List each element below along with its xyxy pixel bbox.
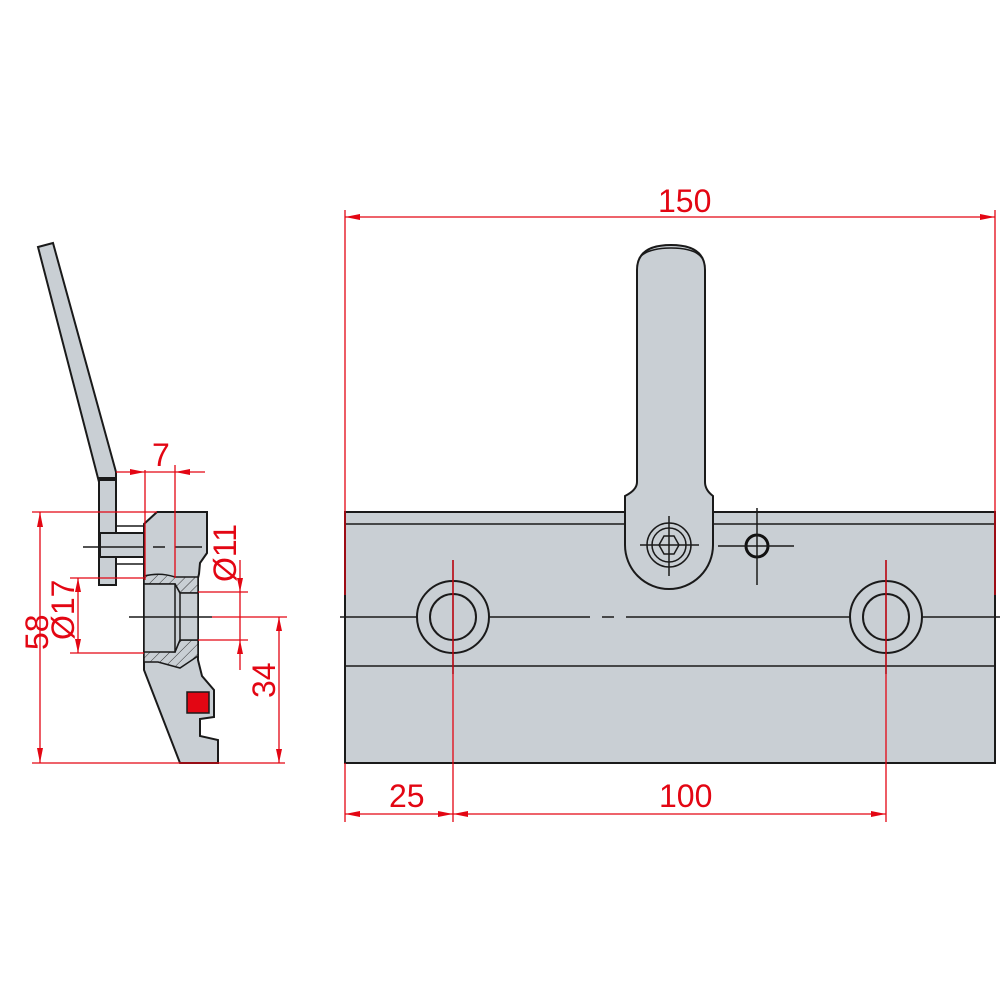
side-dimensions: 7 58 Ø17 Ø11 34 <box>19 437 287 764</box>
dim-total-height: 58 <box>19 614 55 650</box>
front-view: 150 25 100 <box>340 183 1000 822</box>
side-pin <box>99 532 146 558</box>
dim-axis-height: 34 <box>246 662 282 698</box>
front-dimensions: 150 25 100 <box>344 183 996 822</box>
dim-bore-large: Ø17 <box>45 580 81 640</box>
dim-bore-small: Ø11 <box>207 524 243 582</box>
side-view: 7 58 Ø17 Ø11 34 <box>19 241 287 764</box>
dim-hole-spacing: 100 <box>659 778 712 814</box>
hex-bolt <box>640 516 699 576</box>
dim-hole-offset: 25 <box>389 778 425 814</box>
dim-lever-offset: 7 <box>152 437 170 473</box>
pin-hole <box>718 508 794 585</box>
red-marker <box>186 691 210 714</box>
side-lever <box>36 241 117 483</box>
front-lever <box>624 243 714 590</box>
dim-total-length: 150 <box>658 183 711 219</box>
